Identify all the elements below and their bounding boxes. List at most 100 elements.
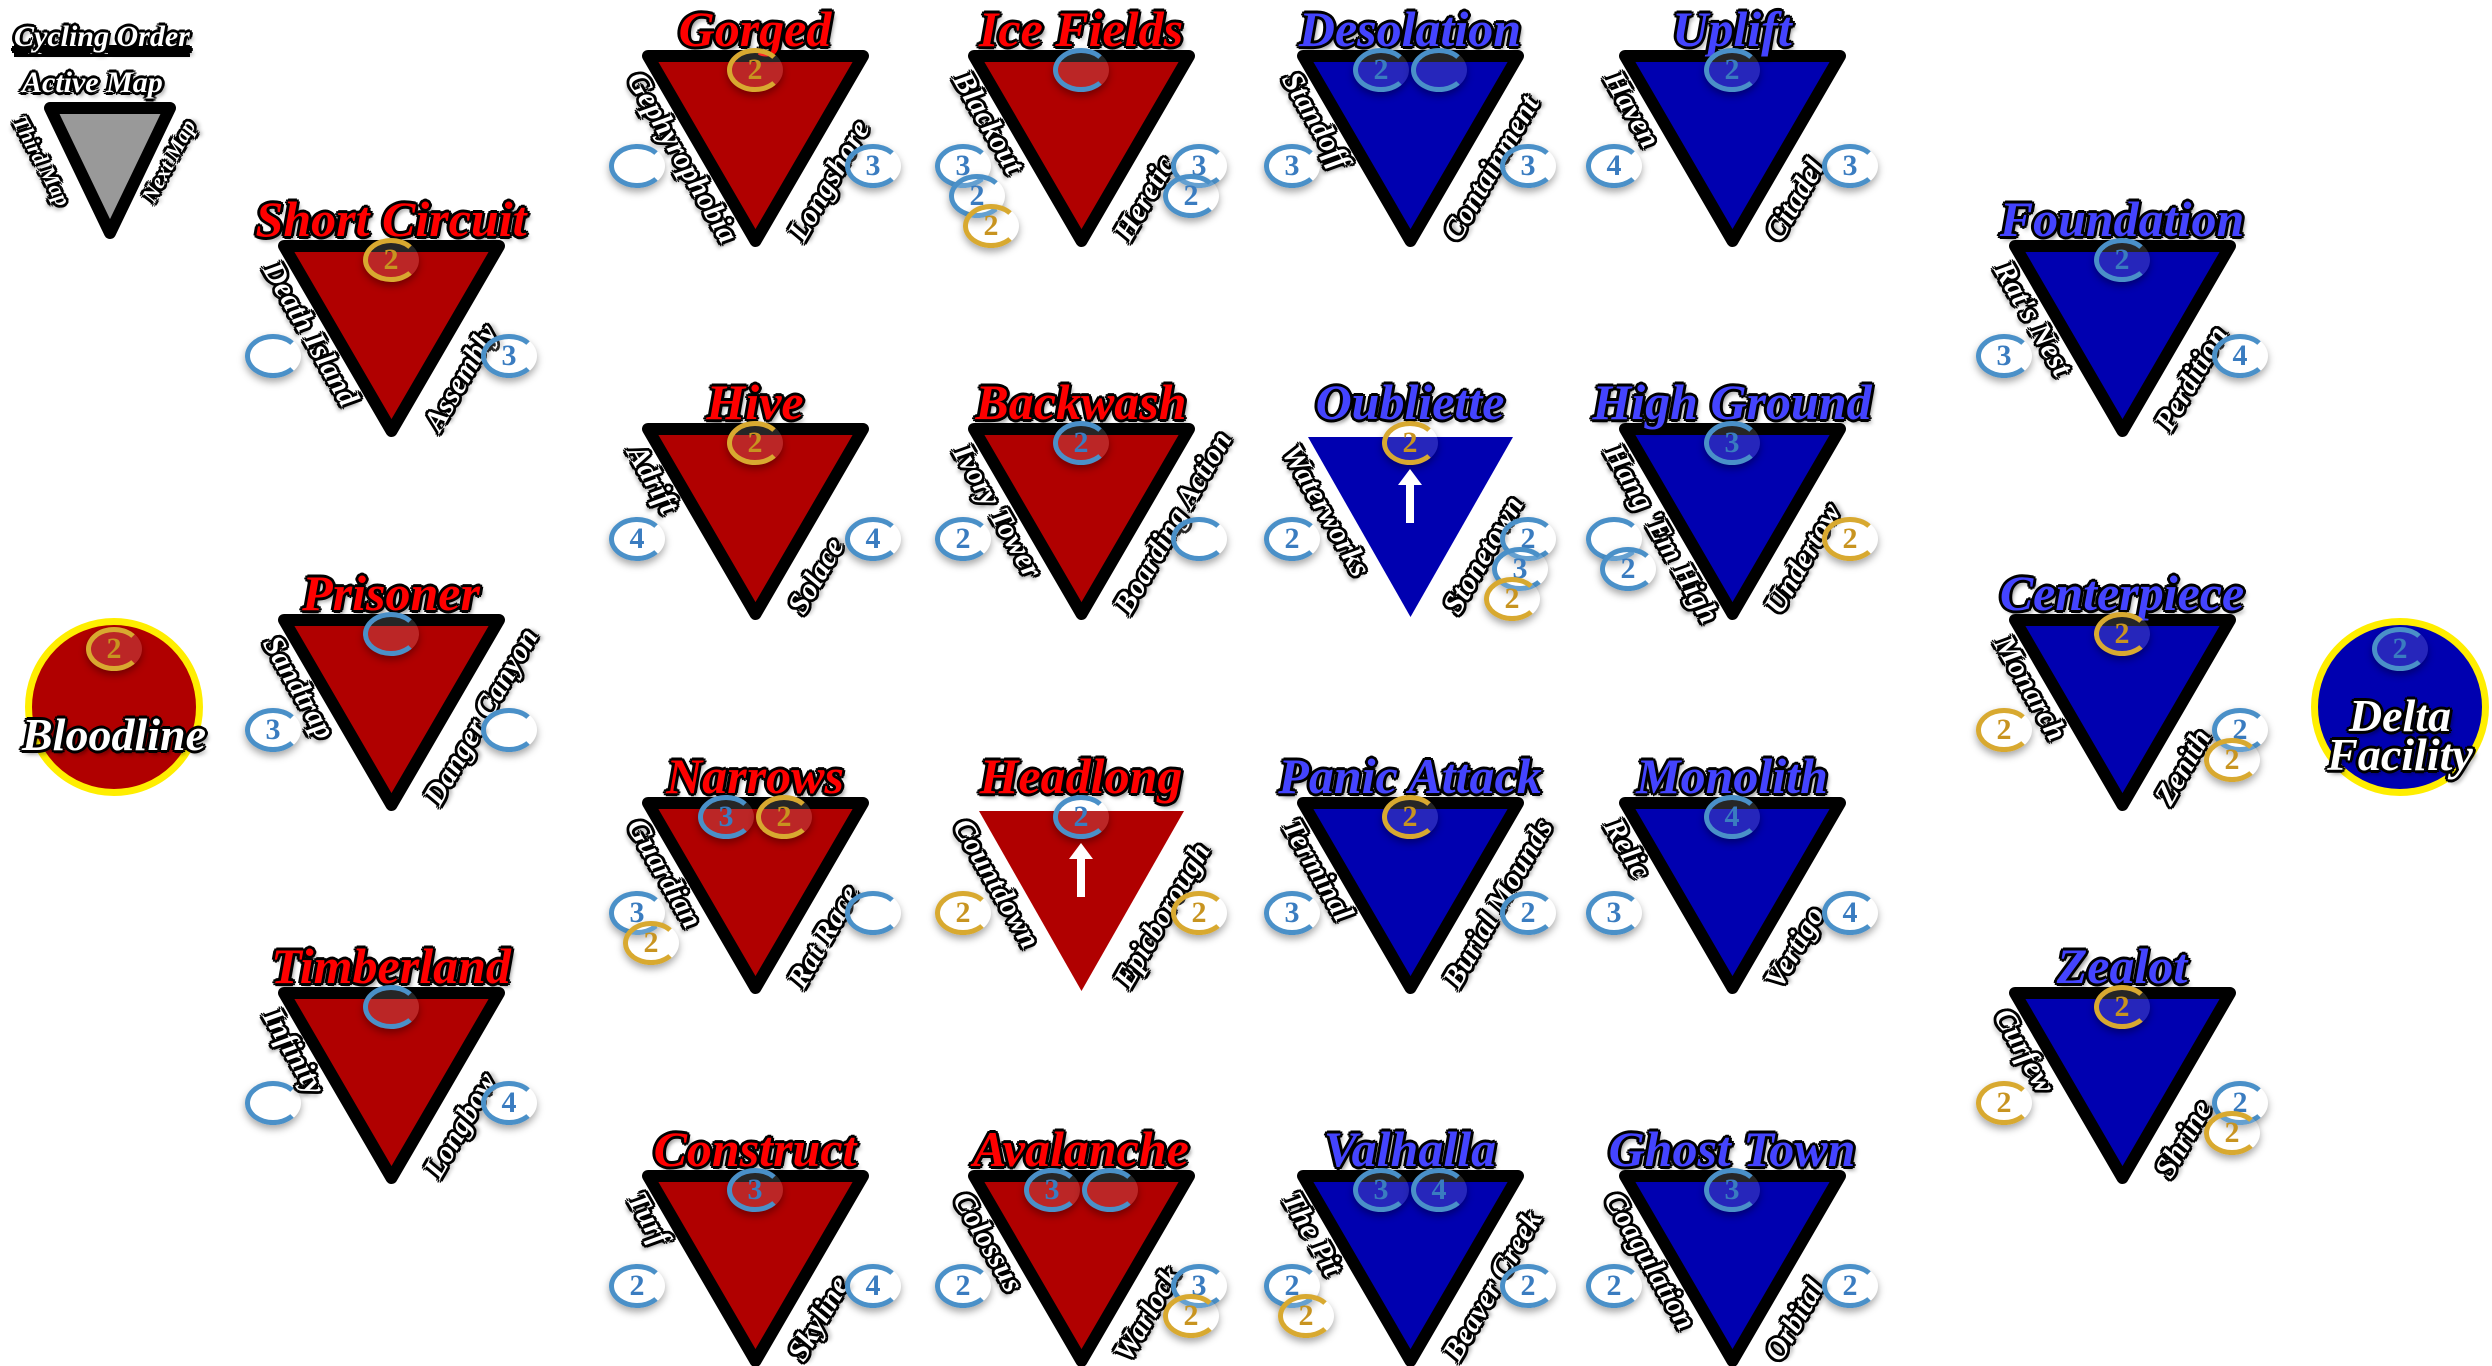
game-badge-icon	[1082, 1168, 1138, 1212]
game-badge-icon: 2	[1171, 891, 1227, 935]
up-arrow-icon	[1398, 469, 1422, 523]
game-badge-icon: 2	[1600, 547, 1656, 591]
game-badge-icon: 2	[963, 204, 1019, 248]
map-title: Backwash	[975, 374, 1187, 430]
game-badge-icon: 2	[935, 891, 991, 935]
game-badge-icon: 2	[1484, 577, 1540, 621]
up-arrow-icon	[1069, 843, 1093, 897]
game-badge-icon: 3	[1264, 891, 1320, 935]
game-badge-icon: 3	[1586, 891, 1642, 935]
map-title: Ghost Town	[1608, 1121, 1856, 1177]
map-title: Gorged	[678, 1, 832, 57]
game-badge-icon: 2	[609, 1264, 665, 1308]
map-title: Valhalla	[1323, 1121, 1497, 1177]
game-badge-icon	[845, 891, 901, 935]
map-title: Desolation	[1298, 1, 1522, 57]
map-title: Construct	[653, 1121, 857, 1177]
map-triangle	[641, 797, 869, 994]
map-title: Centerpiece	[1999, 565, 2245, 621]
game-badge-icon: 2	[363, 238, 419, 282]
game-badge-icon: 2	[1822, 517, 1878, 561]
map-title: High Ground	[1592, 374, 1872, 430]
map-triangle	[1307, 437, 1513, 617]
triangle-shape	[1296, 1170, 1524, 1366]
legend-active-map-label: Active Map	[22, 66, 163, 99]
map-title: Ice Fields	[978, 1, 1184, 57]
game-badge-icon	[481, 708, 537, 752]
game-badge-icon	[245, 334, 301, 378]
game-badge-icon: 4	[1411, 1168, 1467, 1212]
game-badge-icon: 2	[727, 48, 783, 92]
game-badge-icon: 2	[2372, 627, 2428, 671]
game-badge-icon: 2	[1163, 174, 1219, 218]
game-badge-icon: 2	[1382, 795, 1438, 839]
game-badge-icon: 2	[2204, 738, 2260, 782]
triangle-shape	[967, 1170, 1195, 1366]
game-badge-icon: 3	[1500, 144, 1556, 188]
game-badge-icon	[1053, 48, 1109, 92]
map-title: Hive	[706, 374, 804, 430]
game-badge-icon: 4	[845, 1264, 901, 1308]
legend-triangle	[44, 102, 176, 239]
game-badge-icon: 4	[2212, 334, 2268, 378]
game-badge-icon: 3	[1704, 421, 1760, 465]
map-triangle	[1296, 50, 1524, 247]
game-badge-icon: 2	[1976, 708, 2032, 752]
game-badge-icon: 2	[727, 421, 783, 465]
game-badge-icon: 3	[845, 144, 901, 188]
game-badge-icon	[245, 1081, 301, 1125]
game-badge-icon: 3	[481, 334, 537, 378]
game-badge-icon: 2	[1586, 1264, 1642, 1308]
game-badge-icon: 3	[698, 795, 754, 839]
game-badge-icon: 2	[1976, 1081, 2032, 1125]
game-badge-icon: 2	[623, 921, 679, 965]
map-title: Zealot	[2056, 938, 2188, 994]
game-badge-icon: 2	[1500, 1264, 1556, 1308]
game-badge-icon: 2	[1353, 48, 1409, 92]
game-badge-icon: 4	[609, 517, 665, 561]
game-badge-icon: 3	[1704, 1168, 1760, 1212]
game-badge-icon	[363, 985, 419, 1029]
game-badge-icon: 4	[1704, 795, 1760, 839]
game-badge-icon: 3	[1353, 1168, 1409, 1212]
map-title: Monolith	[1636, 748, 1828, 804]
game-badge-icon: 3	[727, 1168, 783, 1212]
game-badge-icon: 2	[2094, 985, 2150, 1029]
game-badge-icon: 3	[245, 708, 301, 752]
game-badge-icon: 2	[1053, 795, 1109, 839]
game-badge-icon: 4	[1822, 891, 1878, 935]
game-badge-icon	[1171, 517, 1227, 561]
map-title: Uplift	[1672, 1, 1792, 57]
map-triangle	[967, 1170, 1195, 1366]
game-badge-icon: 2	[1704, 48, 1760, 92]
game-badge-icon: 2	[86, 627, 142, 671]
triangle-shape	[978, 811, 1184, 991]
game-badge-icon	[1411, 48, 1467, 92]
game-badge-icon	[363, 612, 419, 656]
triangle-shape	[641, 797, 869, 994]
game-badge-icon: 2	[2094, 238, 2150, 282]
map-title: Foundation	[1999, 191, 2245, 247]
game-badge-icon: 2	[1382, 421, 1438, 465]
game-badge-icon: 2	[1278, 1294, 1334, 1338]
game-badge-icon: 2	[2204, 1111, 2260, 1155]
map-title: Prisoner	[302, 565, 480, 621]
game-badge-icon: 2	[1053, 421, 1109, 465]
triangle-shape	[1296, 50, 1524, 247]
map-title: Timberland	[271, 938, 511, 994]
map-title: Headlong	[979, 748, 1183, 804]
legend-title: Cycling Order	[14, 20, 190, 57]
game-badge-icon: 2	[935, 1264, 991, 1308]
triangle-shape	[1307, 437, 1513, 617]
game-badge-icon: 2	[935, 517, 991, 561]
map-title: Oubliette	[1315, 374, 1505, 430]
map-title: Avalanche	[973, 1121, 1189, 1177]
map-triangle	[978, 811, 1184, 991]
game-badge-icon: 2	[756, 795, 812, 839]
game-badge-icon: 3	[1976, 334, 2032, 378]
endpoint-name: Delta Facility	[2327, 689, 2473, 780]
game-badge-icon: 4	[845, 517, 901, 561]
